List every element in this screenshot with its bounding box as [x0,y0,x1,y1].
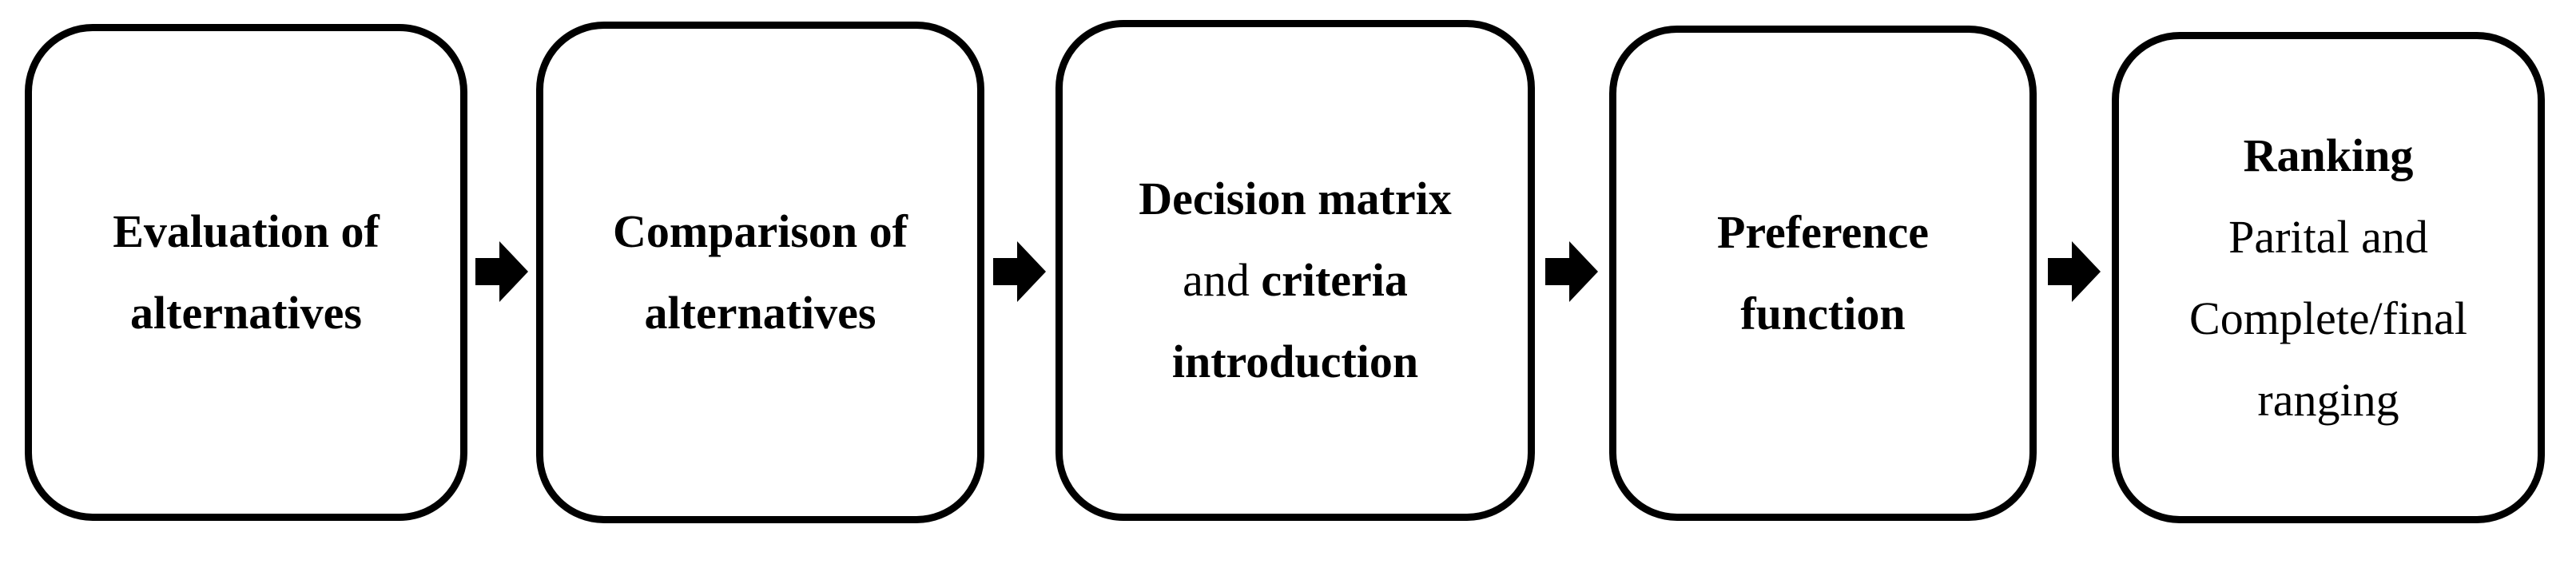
flow-box-line: Parital and [2119,197,2538,278]
flow-box-line-segment: function [1740,288,1906,340]
flow-box-decision-matrix-and-criteria-introduction: Decision matrix and criteria introduction [1055,20,1535,521]
right-block-arrow-icon [475,241,528,302]
flow-box-comparison-of-alternatives: Comparison of alternatives [536,22,984,523]
flow-box-evaluation-of-alternatives: Evaluation of alternatives [25,24,467,521]
flow-box-line-segment: Decision matrix [1139,172,1452,224]
flow-box-line-segment: Preference [1716,206,1930,258]
flow-box-line: Complete/final [2119,278,2538,359]
flow-box-line-segment: Parital and [2228,210,2428,263]
flow-box-line-segment: Comparison of [613,205,908,257]
flow-box-text: Decision matrix and criteria introduction [1063,158,1528,403]
flow-box-line-segment: Evaluation of [113,205,380,257]
flow-box-line: Evaluation of [32,191,460,272]
flow-box-line: alternatives [543,272,977,354]
flow-box-line: introduction [1063,321,1528,403]
flow-box-line: ranging [2119,359,2538,441]
flow-box-text: Preference function [1616,192,2029,355]
flow-box-line-segment: introduction [1171,335,1419,387]
flow-box-line-segment: alternatives [130,287,362,339]
right-block-arrow-icon [1545,241,1598,302]
flow-box-line-segment: alternatives [644,287,877,339]
flow-box-text: Evaluation of alternatives [32,191,460,354]
flow-box-text: Comparison of alternatives [543,191,977,354]
flow-box-line: Comparison of [543,191,977,272]
flow-box-line-segment: Complete/final [2189,292,2467,344]
flow-box-line: and criteria [1063,240,1528,321]
flow-box-line: alternatives [32,272,460,354]
right-block-arrow-icon [993,241,1046,302]
flow-box-line: Ranking [2119,115,2538,197]
flow-box-preference-function: Preference function [1609,26,2037,521]
flow-box-line: Decision matrix [1063,158,1528,240]
flow-box-line: Preference [1616,192,2029,273]
flow-box-line-segment: ranging [2257,373,2399,426]
flow-box-line-segment: and [1183,253,1262,306]
right-block-arrow-icon [2048,241,2101,302]
flow-box-line: function [1616,273,2029,355]
flow-box-line-segment: Ranking [2243,129,2414,181]
flow-box-line-segment: criteria [1261,253,1408,306]
